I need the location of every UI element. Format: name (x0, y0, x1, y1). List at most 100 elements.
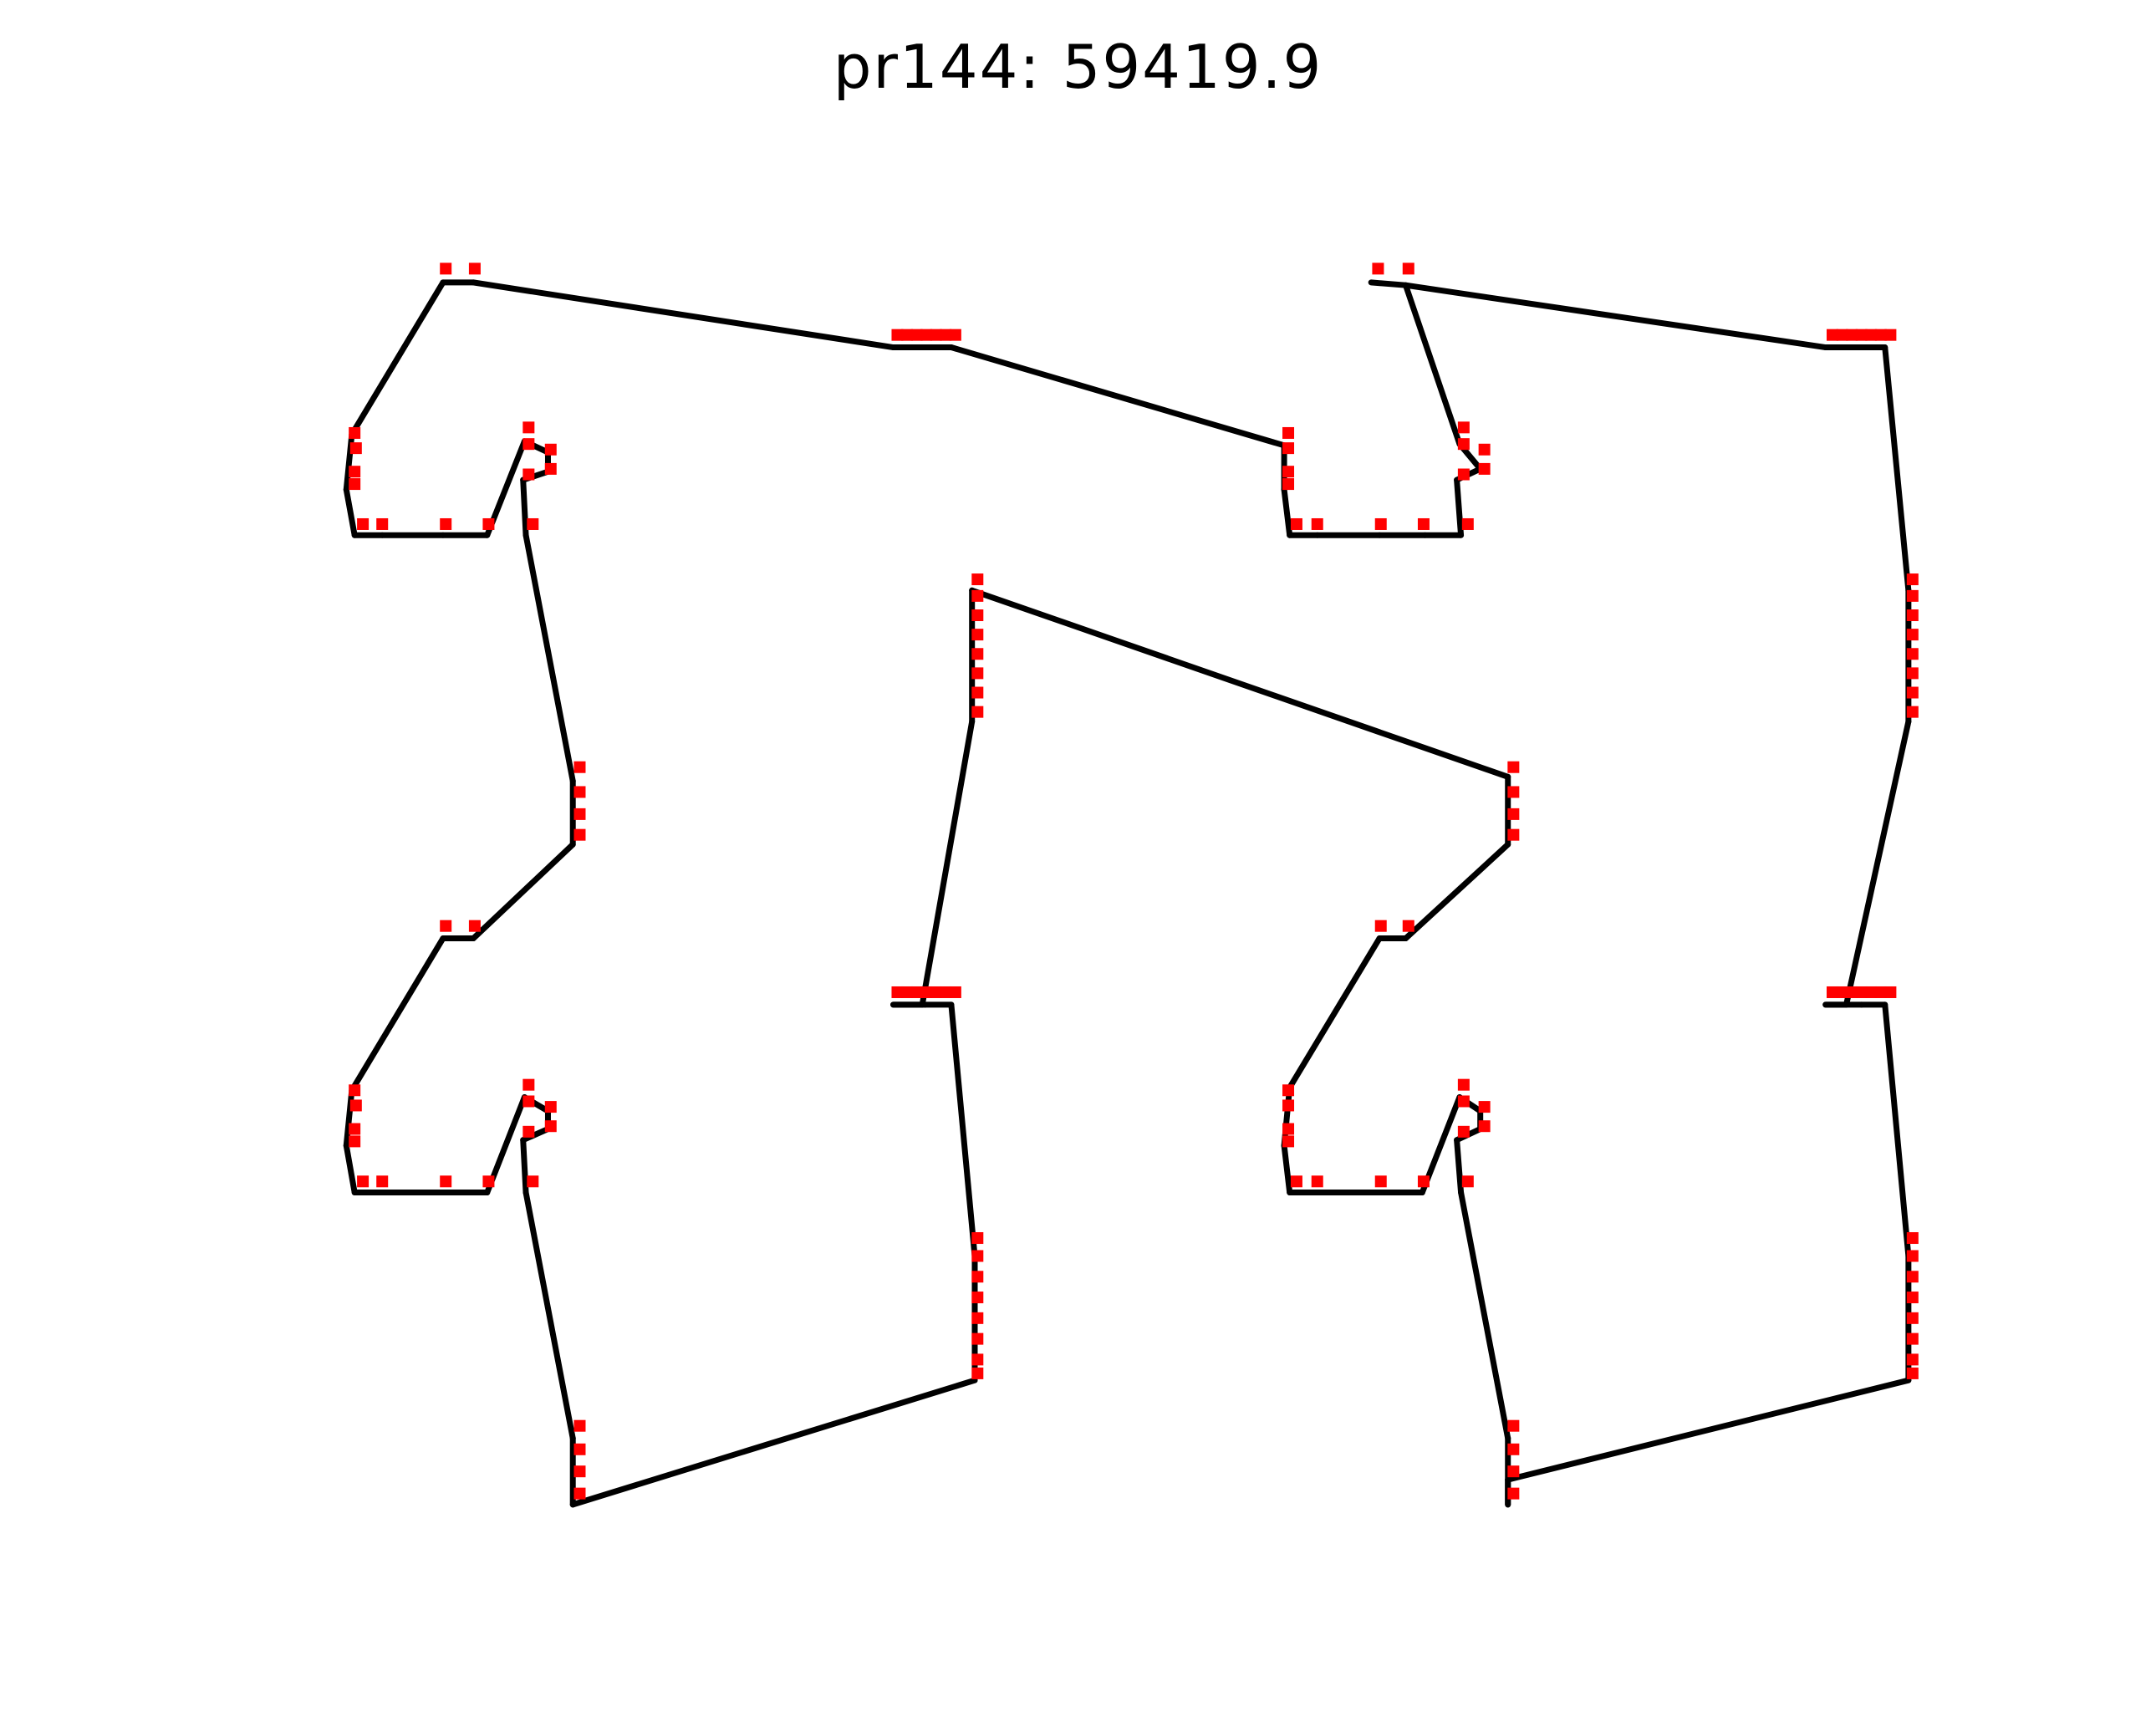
city-point (1282, 426, 1295, 439)
city-point (1507, 1419, 1520, 1432)
city-point (1290, 517, 1302, 530)
city-point (573, 1465, 586, 1478)
route-segment (470, 279, 897, 351)
city-point (910, 986, 923, 998)
city-point (1282, 478, 1295, 491)
city-point (910, 329, 923, 341)
city-point (522, 468, 535, 481)
city-point (573, 786, 586, 798)
city-point (971, 1292, 984, 1304)
city-point (891, 329, 904, 341)
city-point (1507, 1465, 1520, 1478)
city-point (1507, 1487, 1520, 1500)
city-point (1282, 1084, 1295, 1097)
route-segment (1287, 935, 1383, 1091)
route-segment (1454, 476, 1465, 538)
city-point (1290, 1175, 1302, 1188)
city-point (1311, 1175, 1323, 1188)
route-segment (919, 718, 976, 1008)
city-point (1906, 1232, 1919, 1245)
city-point (1507, 786, 1520, 798)
city-point (1906, 609, 1919, 622)
city-point (1478, 443, 1491, 456)
city-point (1282, 1123, 1295, 1135)
city-point (901, 329, 914, 341)
route-layer (343, 279, 1912, 1508)
city-point (1906, 1367, 1919, 1379)
city-point (1827, 986, 1838, 998)
route-segment (1843, 718, 1912, 1008)
city-point (1457, 1125, 1470, 1138)
city-point (1836, 329, 1848, 341)
route-segment (520, 476, 529, 538)
route-segment (520, 1137, 529, 1196)
route-segment (1402, 282, 1829, 351)
city-point (1402, 262, 1414, 275)
city-point (1827, 329, 1838, 341)
city-point (544, 462, 557, 475)
city-point (1906, 629, 1919, 641)
city-point (949, 986, 961, 998)
city-point (1884, 986, 1897, 998)
city-point (1374, 920, 1387, 932)
route-segment (343, 487, 358, 538)
city-point (1457, 438, 1470, 451)
city-point (357, 1175, 370, 1188)
city-point (1282, 1099, 1295, 1112)
route-segment (948, 1001, 978, 1259)
city-point (482, 1175, 495, 1188)
route-segment (1458, 1190, 1511, 1442)
city-point (971, 1271, 984, 1283)
city-point (971, 1332, 984, 1345)
city-point (971, 686, 984, 699)
city-point (1884, 329, 1897, 341)
city-point (527, 1175, 539, 1188)
city-point (1461, 517, 1474, 530)
city-point (1374, 1175, 1387, 1188)
points-layer (349, 262, 1919, 1500)
city-point (930, 986, 942, 998)
city-point (1906, 1292, 1919, 1304)
city-point (891, 986, 904, 998)
city-point (971, 667, 984, 680)
city-point (1282, 466, 1295, 478)
city-point (920, 986, 933, 998)
city-point (971, 1312, 984, 1324)
city-point (1417, 517, 1430, 530)
city-point (468, 920, 481, 932)
city-point (1846, 986, 1858, 998)
city-point (1836, 986, 1848, 998)
city-point (1874, 329, 1887, 341)
city-point (1507, 761, 1520, 773)
city-point (971, 629, 984, 641)
city-point (482, 517, 495, 530)
city-point (522, 1078, 535, 1091)
city-point (1865, 329, 1878, 341)
city-point (1457, 1078, 1470, 1091)
city-point (920, 329, 933, 341)
city-point (1906, 706, 1919, 718)
city-point (573, 1487, 586, 1500)
city-point (349, 1099, 362, 1112)
city-point (1311, 517, 1323, 530)
city-point (1906, 1312, 1919, 1324)
city-point (573, 828, 586, 841)
route-segment (1402, 282, 1463, 447)
city-point (1855, 329, 1868, 341)
chart-title: pr144: 59419.9 (833, 32, 1323, 102)
city-point (440, 920, 452, 932)
city-point (971, 1367, 984, 1379)
route-segment (520, 1126, 551, 1144)
city-point (930, 329, 942, 341)
city-point (349, 1135, 361, 1148)
city-point (1402, 920, 1414, 932)
city-point (440, 262, 452, 275)
city-point (1855, 986, 1868, 998)
city-point (1906, 1332, 1919, 1345)
city-point (544, 1120, 557, 1133)
city-point (971, 609, 984, 622)
city-point (527, 517, 539, 530)
city-point (544, 1101, 557, 1113)
route-segment (1505, 1377, 1912, 1483)
city-point (971, 1232, 984, 1245)
